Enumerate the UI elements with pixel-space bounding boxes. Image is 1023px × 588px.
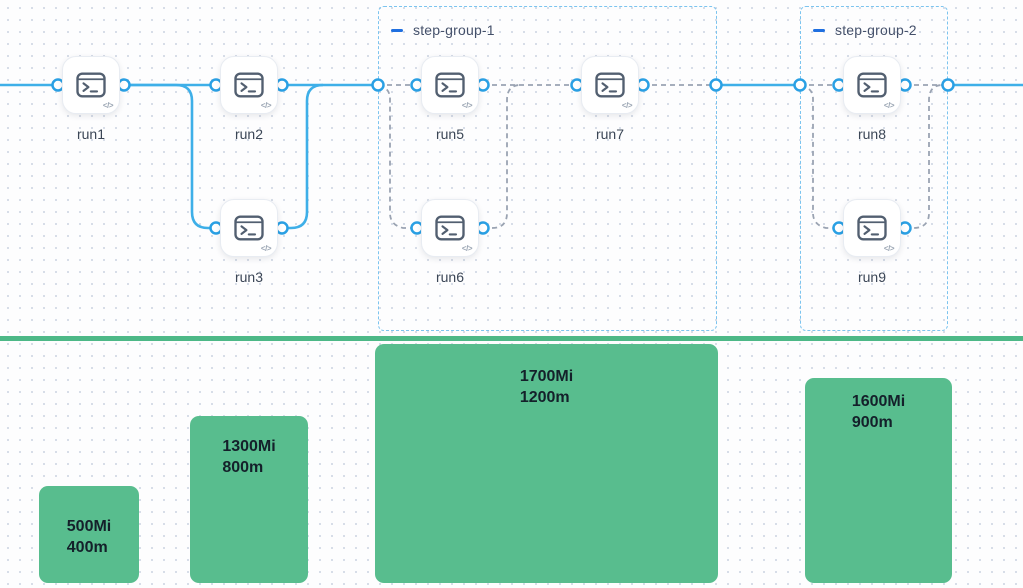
terminal-icon bbox=[595, 72, 625, 98]
code-badge-icon: </> bbox=[461, 101, 473, 110]
edge-run6-merge[interactable] bbox=[483, 84, 520, 229]
cpu-value: 800m bbox=[222, 459, 264, 476]
edge-run3-merge[interactable] bbox=[282, 83, 324, 230]
code-badge-icon: </> bbox=[102, 101, 114, 110]
node-label: run2 bbox=[234, 126, 264, 142]
node-card[interactable]: </> bbox=[62, 56, 120, 114]
port[interactable] bbox=[275, 78, 289, 92]
terminal-icon bbox=[435, 215, 465, 241]
edge-run9-merge[interactable] bbox=[905, 84, 942, 229]
port[interactable] bbox=[898, 78, 912, 92]
node-label: run8 bbox=[857, 126, 887, 142]
node-label: run9 bbox=[857, 269, 887, 285]
resource-bar-label: 500Mi 400m bbox=[67, 516, 111, 558]
node-label: run5 bbox=[435, 126, 465, 142]
resource-bar: 500Mi 400m bbox=[39, 486, 139, 583]
step-group-1[interactable]: step-group-1 bbox=[378, 6, 717, 331]
code-badge-icon: </> bbox=[883, 101, 895, 110]
cpu-value: 1200m bbox=[519, 389, 570, 406]
terminal-icon bbox=[76, 72, 106, 98]
step-group-1-title: step-group-1 bbox=[391, 22, 495, 38]
node-label: run6 bbox=[435, 269, 465, 285]
resource-bar-label: 1700Mi 1200m bbox=[520, 366, 573, 408]
port[interactable] bbox=[898, 221, 912, 235]
collapse-dash-icon[interactable] bbox=[813, 28, 825, 32]
edge-group1-run6[interactable] bbox=[378, 84, 417, 229]
node-run9[interactable]: </> run9 bbox=[843, 199, 901, 285]
resource-bar: 1300Mi 800m bbox=[190, 416, 308, 583]
node-label: run3 bbox=[234, 269, 264, 285]
node-label: run1 bbox=[76, 126, 106, 142]
code-badge-icon: </> bbox=[883, 244, 895, 253]
port[interactable] bbox=[709, 78, 723, 92]
memory-value: 500Mi bbox=[66, 518, 112, 535]
step-group-2[interactable]: step-group-2 bbox=[800, 6, 948, 331]
resource-bar-label: 1300Mi 800m bbox=[222, 436, 275, 478]
node-run2[interactable]: </> run2 bbox=[220, 56, 278, 142]
node-run6[interactable]: </> run6 bbox=[421, 199, 479, 285]
node-card[interactable]: </> bbox=[843, 199, 901, 257]
node-run3[interactable]: </> run3 bbox=[220, 199, 278, 285]
step-group-label: step-group-2 bbox=[835, 22, 917, 38]
node-run7[interactable]: </> run7 bbox=[581, 56, 639, 142]
node-label: run7 bbox=[595, 126, 625, 142]
node-card[interactable]: </> bbox=[581, 56, 639, 114]
node-run1[interactable]: </> run1 bbox=[62, 56, 120, 142]
port[interactable] bbox=[941, 78, 955, 92]
port[interactable] bbox=[476, 78, 490, 92]
memory-value: 1300Mi bbox=[222, 438, 276, 455]
terminal-icon bbox=[435, 72, 465, 98]
node-card[interactable]: </> bbox=[220, 56, 278, 114]
port[interactable] bbox=[636, 78, 650, 92]
collapse-dash-icon[interactable] bbox=[391, 28, 403, 32]
code-badge-icon: </> bbox=[260, 244, 272, 253]
edge-group2-run9[interactable] bbox=[800, 84, 839, 229]
port[interactable] bbox=[371, 78, 385, 92]
node-card[interactable]: </> bbox=[421, 56, 479, 114]
port[interactable] bbox=[275, 221, 289, 235]
terminal-icon bbox=[857, 72, 887, 98]
node-card[interactable]: </> bbox=[843, 56, 901, 114]
cpu-value: 400m bbox=[66, 539, 108, 556]
resource-bar: 1700Mi 1200m bbox=[375, 344, 718, 583]
node-card[interactable]: </> bbox=[421, 199, 479, 257]
edge-run1-run3[interactable] bbox=[124, 83, 216, 230]
resource-bar-label: 1600Mi 900m bbox=[852, 391, 905, 433]
node-run5[interactable]: </> run5 bbox=[421, 56, 479, 142]
code-badge-icon: </> bbox=[260, 101, 272, 110]
port[interactable] bbox=[476, 221, 490, 235]
cpu-value: 900m bbox=[851, 414, 893, 431]
terminal-icon bbox=[857, 215, 887, 241]
terminal-icon bbox=[234, 72, 264, 98]
terminal-icon bbox=[234, 215, 264, 241]
step-group-2-title: step-group-2 bbox=[813, 22, 917, 38]
code-badge-icon: </> bbox=[621, 101, 633, 110]
node-card[interactable]: </> bbox=[220, 199, 278, 257]
memory-value: 1600Mi bbox=[851, 393, 906, 410]
memory-value: 1700Mi bbox=[519, 368, 574, 385]
resource-divider-line bbox=[0, 336, 1023, 341]
port[interactable] bbox=[793, 78, 807, 92]
step-group-label: step-group-1 bbox=[413, 22, 495, 38]
resource-bar: 1600Mi 900m bbox=[805, 378, 952, 583]
code-badge-icon: </> bbox=[461, 244, 473, 253]
port[interactable] bbox=[117, 78, 131, 92]
node-run8[interactable]: </> run8 bbox=[843, 56, 901, 142]
